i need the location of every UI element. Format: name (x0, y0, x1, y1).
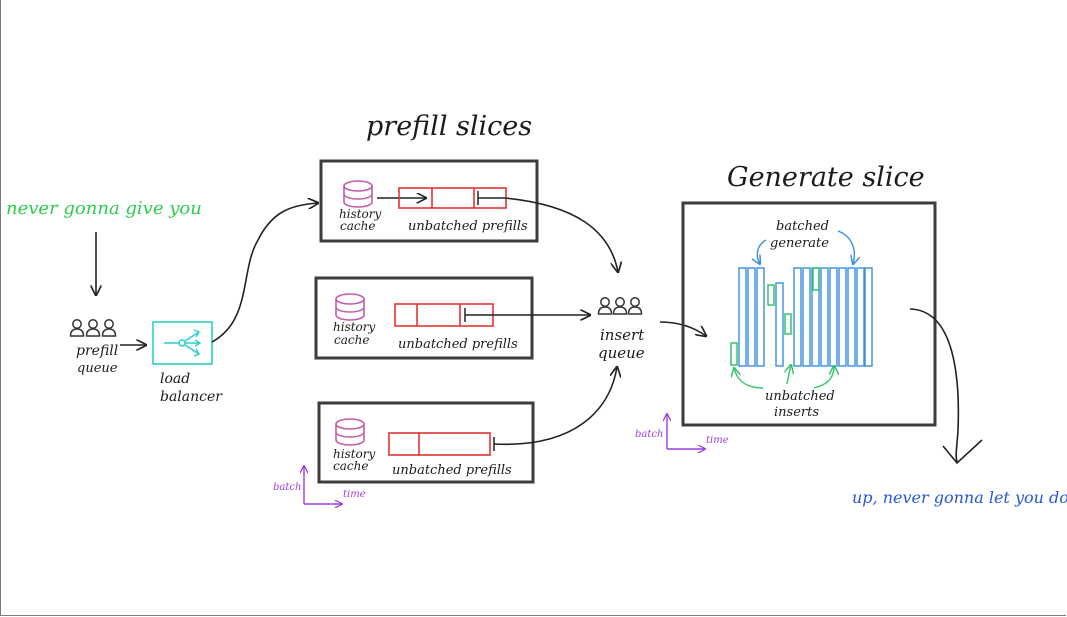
prefill-queue-people-icon (69, 319, 117, 337)
insert-block (730, 342, 738, 366)
unbatched-prefills-label: unbatched prefills (392, 463, 512, 478)
prefill-slice-3: history cache unbatched prefills (317, 401, 535, 484)
history-cache-label-line2: cache (333, 459, 368, 473)
axis-time-label: time (343, 489, 366, 500)
generate-slice-title: Generate slice (727, 162, 925, 193)
generate-batch-columns (730, 267, 873, 367)
batch-column (820, 267, 829, 367)
batch-column (847, 267, 856, 367)
batch-column (856, 267, 865, 367)
insert-block (767, 284, 775, 306)
arrow-prefill-3-to-insert-queue (493, 367, 617, 446)
output-curve (909, 308, 960, 463)
batch-column (775, 282, 784, 367)
insert-queue-label-line1: insert (600, 326, 645, 344)
unbatched-inserts-label-line1: unbatched (765, 389, 835, 404)
axis-time-label: time (706, 435, 729, 446)
lyric-right: up, never gonna let you down (852, 488, 1067, 507)
history-cache-label-line1: history (333, 320, 376, 334)
batch-column (756, 267, 765, 367)
history-cache-label-line1: history (339, 207, 382, 221)
generate-slice-box: batched generate unbatched inserts (681, 201, 937, 427)
load-balancer-icon (152, 321, 213, 365)
unbatched-prefills-label: unbatched prefills (398, 337, 518, 352)
insert-block (784, 313, 792, 335)
prefill-queue-label-line2: queue (77, 361, 118, 376)
unbatched-prefills-label: unbatched prefills (408, 219, 528, 234)
batch-time-axis-prefill: batch time (273, 466, 366, 504)
prefill-slice-1: history cache unbatched prefills (319, 159, 539, 243)
prefill-queue-label-line1: prefill (76, 343, 118, 359)
batch-column (793, 267, 802, 367)
batched-generate-label-line1: batched (776, 219, 829, 234)
history-cache-label-line1: history (333, 447, 376, 461)
axis-batch-label: batch (635, 429, 663, 440)
history-cache-label-line2: cache (340, 219, 375, 233)
history-cache-label-line2: cache (334, 333, 369, 347)
insert-queue-label-line2: queue (598, 344, 645, 362)
arrow-insert-queue-to-generate (659, 321, 706, 336)
prefill-slice-2: history cache unbatched prefills (314, 276, 534, 360)
arrow-balancer-to-prefill-1 (211, 203, 318, 343)
unbatched-inserts-label-line2: inserts (774, 405, 819, 420)
history-cache-icon (343, 180, 373, 208)
axis-batch-label: batch (273, 482, 301, 493)
batch-column (802, 267, 811, 367)
batched-generate-label-line2: generate (770, 236, 829, 251)
history-cache-icon (335, 418, 365, 446)
batch-column (747, 267, 756, 367)
lyric-left: never gonna give you (6, 198, 202, 219)
batch-column (838, 267, 847, 367)
insert-block (812, 267, 820, 291)
load-balancer-label-line1: load (160, 371, 190, 387)
batch-column (738, 267, 747, 367)
arrow-prefill-1-to-insert-queue (504, 197, 618, 272)
history-cache-icon (335, 293, 365, 321)
batch-column (864, 267, 873, 367)
prefill-slices-title: prefill slices (366, 111, 532, 142)
batch-time-axis-generate: batch time (635, 414, 729, 449)
insert-queue-people-icon (597, 297, 643, 315)
output-arrowhead (942, 439, 983, 465)
load-balancer-label-line2: balancer (160, 389, 223, 405)
prefill-token-bar (388, 432, 491, 456)
batch-column (829, 267, 838, 367)
